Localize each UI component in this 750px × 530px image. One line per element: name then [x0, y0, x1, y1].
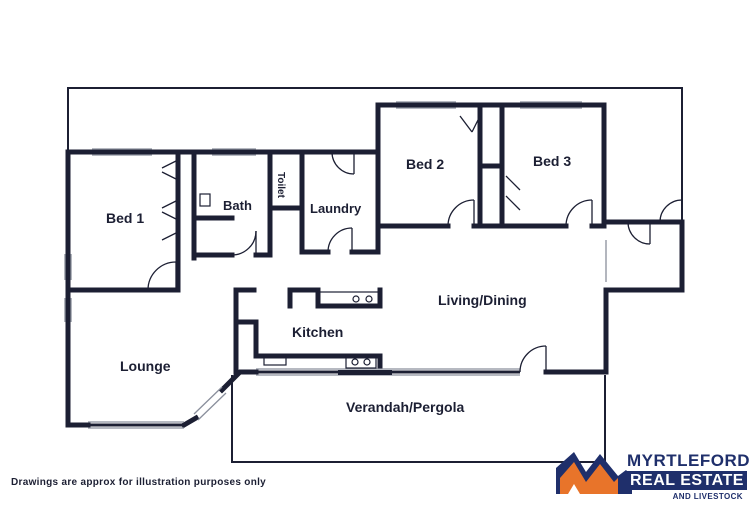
mountain-logo-icon [556, 452, 632, 494]
walls [65, 102, 685, 429]
window-frames [66, 103, 582, 427]
cooktop-icon [317, 291, 381, 307]
room-label-bath: Bath [223, 198, 252, 213]
stove-icon [345, 355, 377, 369]
site-outline [67, 87, 683, 463]
company-logo: MYRTLEFORD REAL ESTATE AND LIVESTOCK [556, 448, 750, 530]
logo-line-3: AND LIVESTOCK [672, 492, 743, 501]
room-label-toilet: Toilet [275, 172, 286, 199]
disclaimer: Drawings are approx for illustration pur… [11, 477, 267, 488]
logo-line-2: REAL ESTATE [627, 471, 747, 490]
room-label-verandah: Verandah/Pergola [346, 399, 464, 415]
fixtures [199, 165, 503, 369]
doors [147, 115, 683, 373]
room-label-living-dining: Living/Dining [438, 292, 527, 308]
window-counter [338, 370, 392, 375]
basin-icon [199, 193, 211, 207]
room-label-bed3: Bed 3 [533, 153, 571, 169]
logo-line-1: MYRTLEFORD [627, 451, 750, 470]
room-label-bed2: Bed 2 [406, 156, 444, 172]
room-label-lounge: Lounge [120, 358, 171, 374]
room-label-kitchen: Kitchen [292, 324, 343, 340]
room-label-laundry: Laundry [310, 201, 362, 216]
sink-icon [263, 356, 287, 366]
room-label-bed1: Bed 1 [106, 210, 144, 226]
